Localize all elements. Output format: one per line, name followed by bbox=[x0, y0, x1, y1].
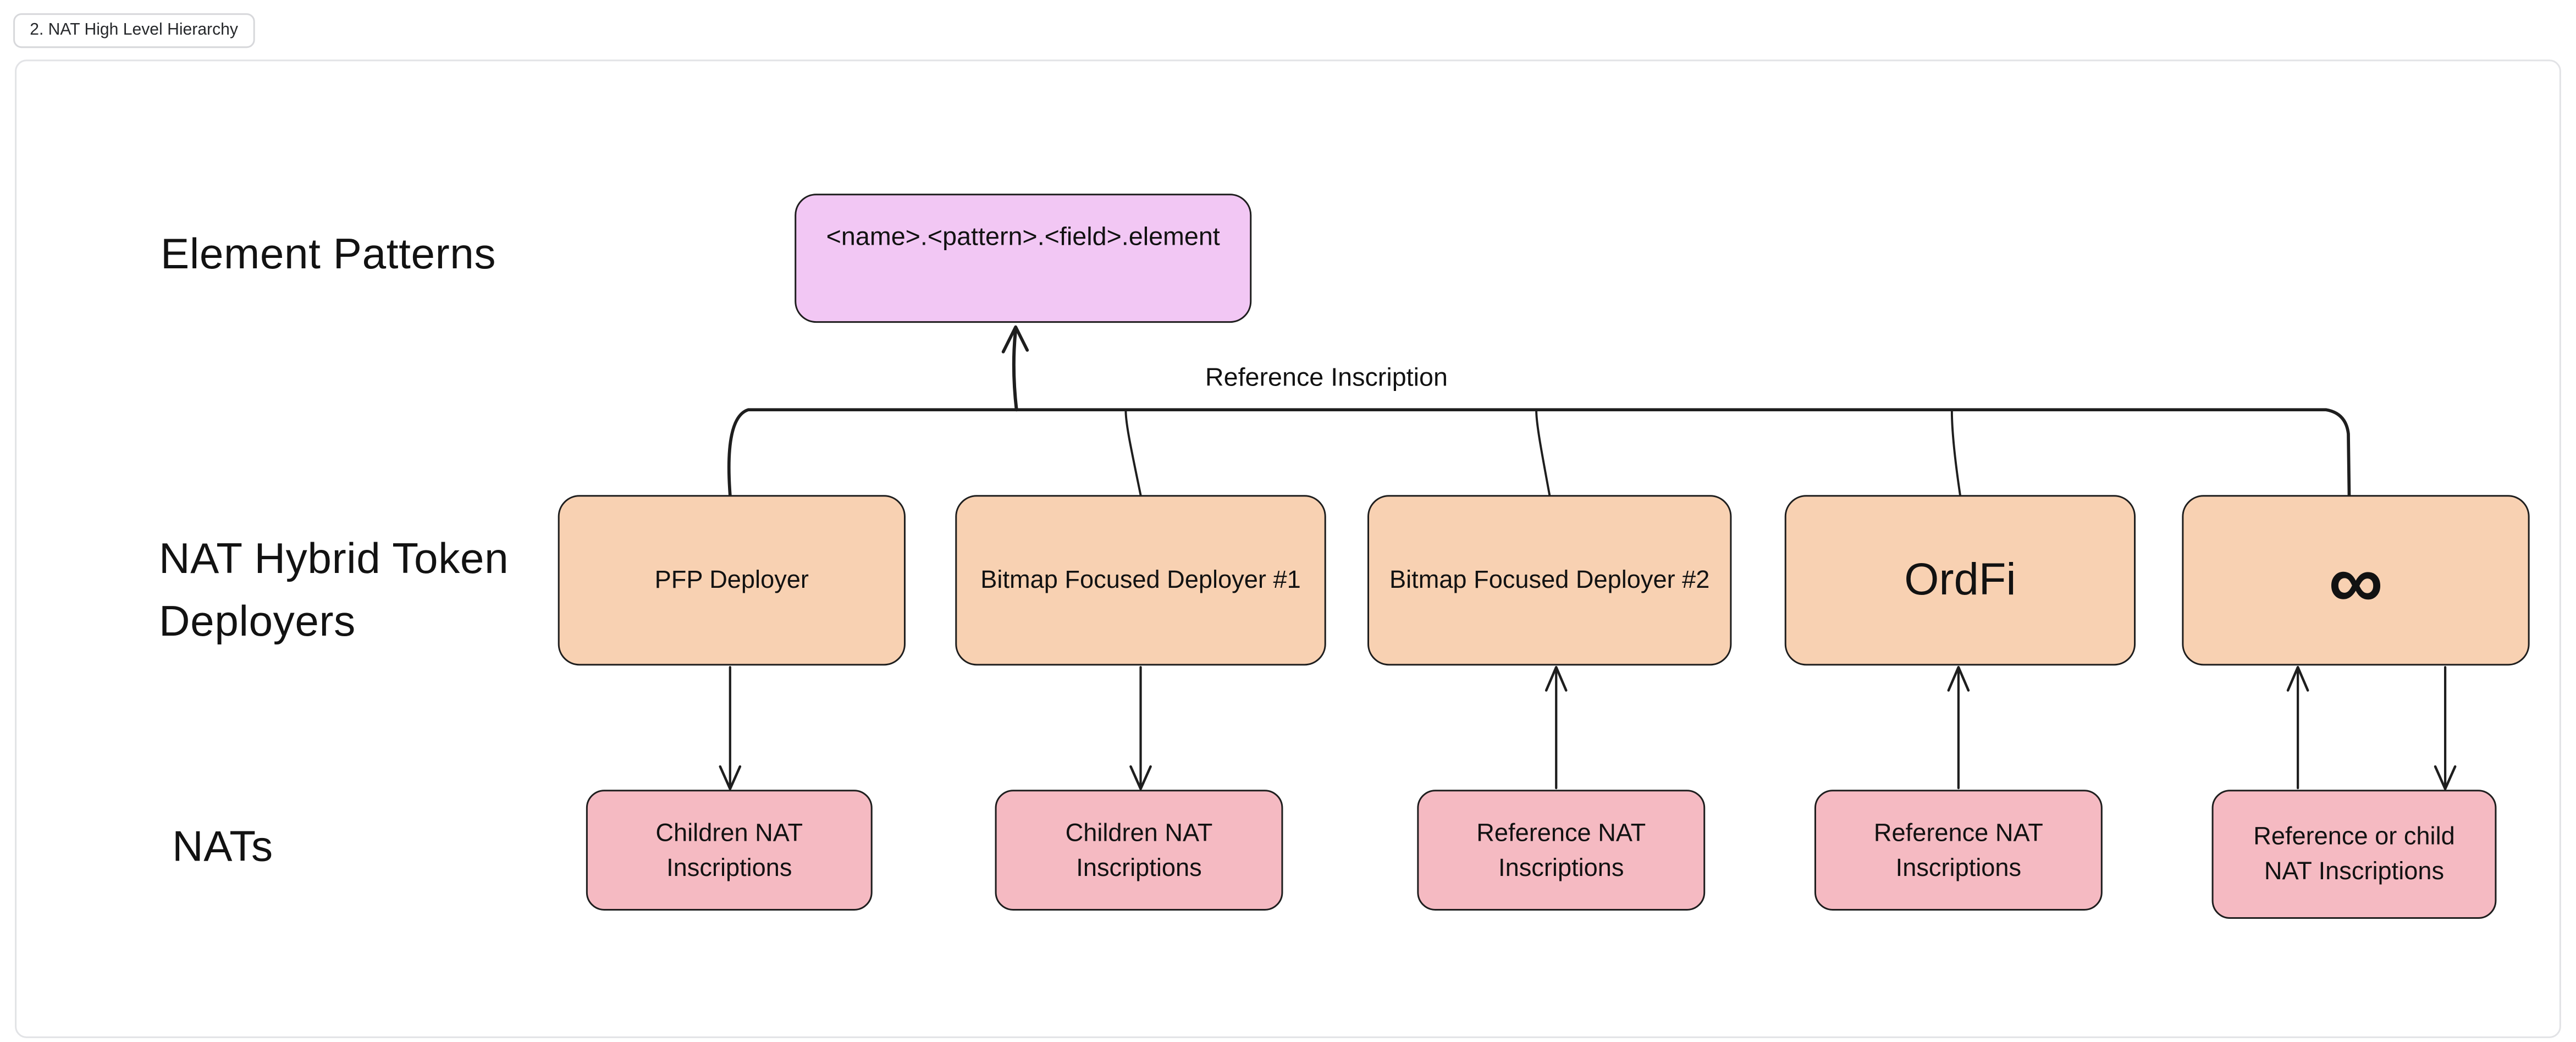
arrow-nat5-up-head bbox=[2286, 666, 2309, 692]
deployer-box-bitmap-2: Bitmap Focused Deployer #2 bbox=[1367, 495, 1732, 666]
nat-box-children-2: Children NAT Inscriptions bbox=[995, 790, 1283, 911]
bus-drop-deployer-4 bbox=[1950, 409, 1961, 497]
nat-box-reference-1: Reference NAT Inscriptions bbox=[1417, 790, 1706, 911]
deployer-box-pfp: PFP Deployer bbox=[558, 495, 906, 666]
deployer-box-ordfi: OrdFi bbox=[1784, 495, 2136, 666]
row-label-element-patterns: Element Patterns bbox=[161, 228, 497, 278]
nat-box-children-1: Children NAT Inscriptions bbox=[586, 790, 873, 911]
row-label-deployers: NAT Hybrid Token Deployers bbox=[159, 533, 509, 646]
element-pattern-box: <name>.<pattern>.<field>.element bbox=[795, 194, 1252, 323]
bus-drop-deployer-3 bbox=[1535, 409, 1551, 497]
nat-box-reference-or-child: Reference or child NAT Inscriptions bbox=[2211, 790, 2497, 919]
arrow-to-pattern-line bbox=[1012, 328, 1018, 412]
diagram-tab-button[interactable]: 2. NAT High Level Hierarchy bbox=[13, 12, 255, 47]
arrow-nat4-up-head bbox=[1947, 666, 1970, 692]
arrow-deployer5-down-head bbox=[2434, 765, 2457, 790]
arrow-deployer2-down-head bbox=[1129, 765, 1152, 790]
arrow-deployer1-down-head bbox=[719, 765, 742, 790]
reference-bus-line bbox=[727, 408, 2351, 497]
nat-box-reference-2: Reference NAT Inscriptions bbox=[1814, 790, 2103, 911]
reference-inscription-label: Reference Inscription bbox=[1205, 364, 1448, 393]
bus-drop-deployer-2 bbox=[1124, 409, 1142, 497]
arrow-to-pattern-head bbox=[1001, 325, 1029, 354]
deployer-box-infinity: ∞ bbox=[2182, 495, 2530, 666]
arrow-nat3-up-head bbox=[1545, 666, 1568, 692]
row-label-nats: NATs bbox=[172, 821, 273, 871]
deployer-box-bitmap-1: Bitmap Focused Deployer #1 bbox=[955, 495, 1326, 666]
